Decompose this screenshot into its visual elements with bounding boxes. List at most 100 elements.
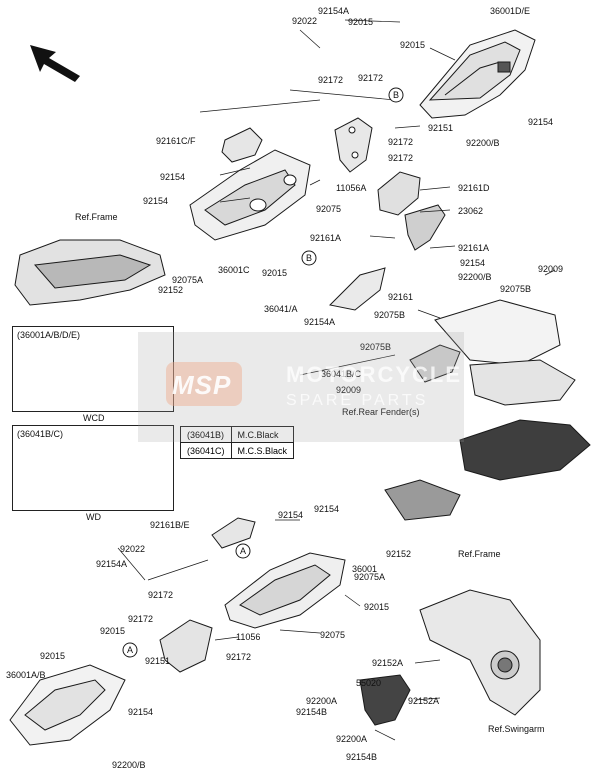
- part-label: 92075B: [500, 284, 532, 294]
- table-row: (36041C) M.C.S.Black: [180, 442, 295, 459]
- grab-cover-36041a-part: [328, 267, 386, 311]
- legend-code: (36041C): [180, 442, 232, 459]
- part-label: 36041B/C: [321, 369, 362, 379]
- legend-color: M.C.Black: [230, 426, 295, 443]
- pad-92161d-part: [377, 171, 421, 216]
- part-label: 92161: [388, 292, 414, 302]
- part-label: 92151: [428, 123, 454, 133]
- part-label: 92172: [318, 75, 344, 85]
- seat-cowl-mid-part: [189, 149, 311, 241]
- part-label: 92200A: [306, 696, 338, 706]
- part-label: 92154B: [296, 707, 328, 717]
- wcd-caption: WCD: [83, 413, 105, 423]
- part-label: 92152A: [408, 696, 440, 706]
- wcd-variant-box: (36001A/B/D/E): [12, 326, 174, 412]
- part-label: 92009: [538, 264, 564, 274]
- part-label: 92075B: [374, 310, 406, 320]
- part-label: 36001: [352, 564, 378, 574]
- part-label: 92154A: [318, 6, 350, 16]
- part-label: 11056: [236, 632, 261, 642]
- part-label: 36041/A: [264, 304, 298, 314]
- part-label: 92075: [320, 630, 346, 640]
- chain-guard-55020-part: [359, 674, 411, 726]
- part-label: 92152: [386, 549, 412, 559]
- part-label: 92015: [262, 268, 288, 278]
- watermark-line-1: MOTORCYCLE: [286, 362, 463, 387]
- part-label: 92154A: [304, 317, 336, 327]
- part-label: 92172: [388, 153, 414, 163]
- color-legend-table: (36041B) M.C.Black (36041C) M.C.S.Black: [180, 426, 295, 459]
- wd-variant-box: (36041B/C): [12, 425, 174, 511]
- part-label: 92015: [40, 651, 66, 661]
- part-label: 92075: [316, 204, 342, 214]
- part-label: 92172: [128, 614, 154, 624]
- part-label: 92161C/F: [156, 136, 196, 146]
- callout-letter-a-bot: A: [127, 645, 134, 655]
- part-label: 92154A: [96, 559, 128, 569]
- seat-cowl-lower-part: [224, 552, 346, 629]
- part-label: 36001A/B: [6, 670, 46, 680]
- part-label-ref-frame-top: Ref.Frame: [75, 212, 118, 222]
- bracket-23062-part: [404, 204, 446, 251]
- part-label: 92200/B: [466, 138, 500, 148]
- callout-letter-b-mid: B: [306, 253, 313, 263]
- part-label: 92154: [460, 258, 486, 268]
- leader-lines: [117, 19, 556, 741]
- wd-box-title: (36041B/C): [17, 429, 64, 439]
- part-label: 92172: [226, 652, 252, 662]
- part-label: 92161D: [458, 183, 490, 193]
- part-label: 92015: [400, 40, 426, 50]
- part-label: 92200/B: [458, 272, 492, 282]
- part-label: 92154B: [346, 752, 378, 762]
- bracket-11056a-part: [334, 117, 373, 173]
- part-label: 92161B/E: [150, 520, 190, 530]
- table-row: (36041B) M.C.Black: [180, 426, 295, 443]
- part-label: 23062: [458, 206, 484, 216]
- callout-letter-b-top: B: [393, 90, 400, 100]
- part-label: 92015: [348, 17, 374, 27]
- part-label: 92172: [358, 73, 384, 83]
- part-label: 92172: [148, 590, 174, 600]
- bracket-11056-part: [159, 619, 213, 673]
- part-label: 92154: [128, 707, 154, 717]
- part-label: 92151: [145, 656, 171, 666]
- part-label: 92200/B: [112, 760, 146, 770]
- part-label: 11056A: [336, 183, 367, 193]
- part-label: 92154: [528, 117, 554, 127]
- part-label: 92161A: [310, 233, 342, 243]
- part-label: 36001C: [218, 265, 250, 275]
- rear-frame-reference-bottom: [384, 419, 591, 521]
- part-label: 92015: [100, 626, 126, 636]
- part-label: 92152A: [372, 658, 404, 668]
- part-label: 92009: [336, 385, 362, 395]
- part-label: 92154: [160, 172, 186, 182]
- grab-cover-36041bc-part: [409, 344, 461, 383]
- part-label: 92075B: [360, 342, 392, 352]
- part-label: 92152: [158, 285, 184, 295]
- front-direction-arrow-icon: [30, 45, 80, 82]
- watermark-logo: MSP: [166, 362, 242, 406]
- part-label: 92015: [364, 602, 390, 612]
- wd-caption: WD: [86, 512, 101, 522]
- part-label: 92172: [388, 137, 414, 147]
- part-label: 92161A: [458, 243, 490, 253]
- watermark-line-2: SPARE PARTS: [286, 392, 429, 409]
- part-label: 36001D/E: [490, 6, 531, 16]
- part-label: 92075A: [172, 275, 204, 285]
- swingarm-reference: [419, 589, 541, 716]
- part-label: 92154: [278, 510, 304, 520]
- wcd-box-title: (36001A/B/D/E): [17, 330, 81, 340]
- part-label: 92200A: [336, 734, 368, 744]
- seat-cowl-upper-part: [419, 29, 536, 119]
- legend-color: M.C.S.Black: [230, 442, 295, 459]
- part-label-ref-swingarm: Ref.Swingarm: [488, 724, 545, 734]
- part-label: 92075A: [354, 572, 386, 582]
- watermark-logo-text: MSP: [172, 370, 232, 400]
- part-label: 92154: [314, 504, 340, 514]
- part-label: 92022: [292, 16, 318, 26]
- seat-cowl-36001ab-part: [9, 664, 126, 746]
- part-label: 92022: [120, 544, 146, 554]
- callout-markers: [122, 87, 404, 658]
- rear-fender-reference: [434, 299, 576, 406]
